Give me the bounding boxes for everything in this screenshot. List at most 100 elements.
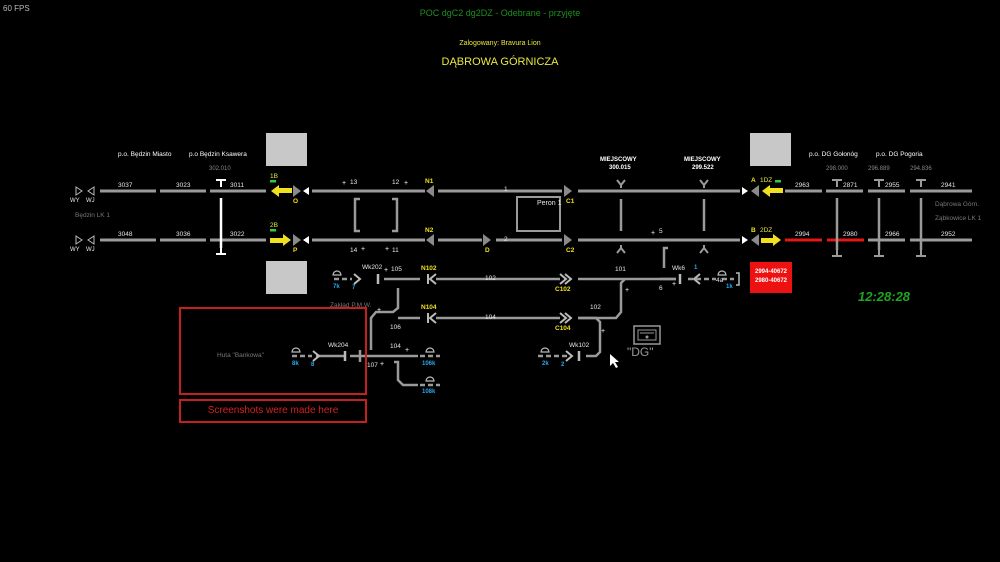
- miejscowy-label-1: MIEJSCOWY: [600, 157, 637, 163]
- label-signal-d: D: [485, 247, 490, 254]
- platform-peron-1[interactable]: [516, 196, 561, 232]
- switch-5-branch: [662, 246, 668, 268]
- km-marker-296: [874, 179, 884, 187]
- arrow-2b-east[interactable]: [270, 234, 291, 246]
- indicator-1dz: [775, 180, 781, 183]
- label-signal-c102: C102: [555, 286, 571, 293]
- label-shunt-7: 7: [352, 285, 356, 291]
- label-switch-4a: 4a: [716, 277, 724, 284]
- occupancy-alert[interactable]: 2994-40672 2980-40672: [750, 262, 792, 293]
- label-2871: 2871: [843, 182, 858, 189]
- label-switch-5: 5: [659, 228, 663, 235]
- label-2966: 2966: [885, 231, 900, 238]
- svg-text:+: +: [601, 328, 605, 335]
- km-302: 302.010: [209, 166, 231, 172]
- km-marker-298: [832, 179, 842, 187]
- label-track-1: 1: [504, 186, 508, 193]
- annotation-caption: Screenshots were made here: [179, 399, 367, 423]
- label-shunt-1k: 1k: [726, 284, 733, 290]
- svg-text:+: +: [385, 246, 389, 253]
- label-signal-2dz: 2DZ: [760, 227, 773, 234]
- signal-n1: [426, 185, 434, 197]
- dg-label: "DG": [627, 345, 654, 359]
- track-102-wk102: [578, 316, 602, 358]
- label-shunt-7k: 7k: [333, 284, 340, 290]
- label-wj-lower: WJ: [86, 247, 95, 253]
- km-299: 299.522: [692, 165, 714, 171]
- direction-dabrowa-gorn: Dąbrowa Górn.: [935, 201, 980, 208]
- label-signal-n104: N104: [421, 304, 437, 311]
- arrow-2dz-east[interactable]: [761, 234, 781, 246]
- label-wy-lower: WY: [70, 247, 80, 253]
- km-296: 296.889: [868, 166, 890, 172]
- label-signal-c1: C1: [566, 198, 575, 205]
- km-294: 294.836: [910, 166, 932, 172]
- arrow-1b-west[interactable]: [271, 185, 292, 197]
- signal-a: [751, 185, 759, 197]
- label-track-104-lower: 104: [390, 343, 401, 350]
- alert-line-2: 2980-40672: [754, 278, 788, 284]
- label-wy-upper: WY: [70, 198, 80, 204]
- indicator-1b: [270, 180, 276, 183]
- label-signal-n102: N102: [421, 265, 437, 272]
- station-name: DĄBROWA GÓRNICZA: [441, 56, 559, 68]
- label-2941: 2941: [941, 182, 956, 189]
- label-signal-n2: N2: [425, 227, 434, 234]
- label-wk202: Wk202: [362, 264, 383, 271]
- label-signal-b: B: [751, 227, 756, 234]
- km-marker-294: [916, 179, 926, 187]
- svg-text:+: +: [651, 230, 655, 237]
- label-3023: 3023: [176, 182, 191, 189]
- label-shunt-2k: 2k: [542, 361, 549, 367]
- label-wk102: Wk102: [569, 342, 590, 349]
- label-2955: 2955: [885, 182, 900, 189]
- label-3011: 3011: [230, 182, 244, 189]
- label-signal-a: A: [751, 177, 756, 184]
- label-platform-peron-1: Peron 1: [537, 200, 562, 207]
- label-zaklad-pmw: Zakład P.M.W.: [330, 302, 372, 309]
- signal-c102: [559, 273, 573, 285]
- svg-text:+: +: [625, 287, 629, 294]
- label-2994: 2994: [795, 231, 810, 238]
- svg-text:+: +: [342, 180, 346, 187]
- direction-bedzin-lk1: Będzin LK 1: [75, 212, 111, 219]
- svg-text:+: +: [405, 347, 409, 354]
- status-title: POC dgC2 dg2DZ - Odebrane - przyjęte: [419, 8, 581, 18]
- signal-c104: [559, 312, 573, 324]
- km-300: 300.015: [609, 165, 631, 171]
- signal-b: [751, 234, 759, 246]
- svg-text:+: +: [384, 267, 388, 274]
- label-2980: 2980: [843, 231, 858, 238]
- mouse-cursor: [610, 354, 619, 368]
- label-3022: 3022: [230, 231, 245, 238]
- svg-text:+: +: [672, 281, 676, 288]
- label-track-101: 101: [615, 266, 626, 273]
- label-wk6: Wk6: [672, 265, 685, 272]
- block-box-east-upper[interactable]: [750, 133, 791, 166]
- signal-o: [293, 185, 301, 197]
- block-box-west-upper[interactable]: [266, 133, 307, 166]
- arrow-1dz-west[interactable]: [762, 185, 783, 197]
- label-switch-107: 107: [367, 362, 378, 369]
- label-3037: 3037: [118, 182, 133, 189]
- stop-bedzin-ksawera: p.o Będzin Ksawera: [189, 151, 247, 158]
- label-switch-6: 6: [659, 285, 663, 292]
- km-298: 298.000: [826, 166, 848, 172]
- block-box-west-lower[interactable]: [266, 261, 307, 294]
- track-106: [369, 288, 400, 350]
- km-marker-302: [216, 179, 226, 187]
- track-108: [394, 360, 418, 387]
- label-track-102b: 102: [590, 304, 601, 311]
- crossover-13-14[interactable]: [353, 197, 360, 233]
- label-wk204: Wk204: [328, 342, 349, 349]
- wy-wj-upper[interactable]: [75, 186, 95, 245]
- svg-text:+: +: [377, 307, 381, 314]
- crossover-12-11[interactable]: [392, 197, 399, 233]
- label-shunt-8k: 8k: [292, 361, 299, 367]
- label-3036: 3036: [176, 231, 191, 238]
- label-switch-13: 13: [350, 179, 358, 186]
- label-2963: 2963: [795, 182, 810, 189]
- label-switch-11: 11: [392, 247, 399, 254]
- dg-station-icon[interactable]: [633, 325, 661, 345]
- signal-c2: [564, 234, 572, 246]
